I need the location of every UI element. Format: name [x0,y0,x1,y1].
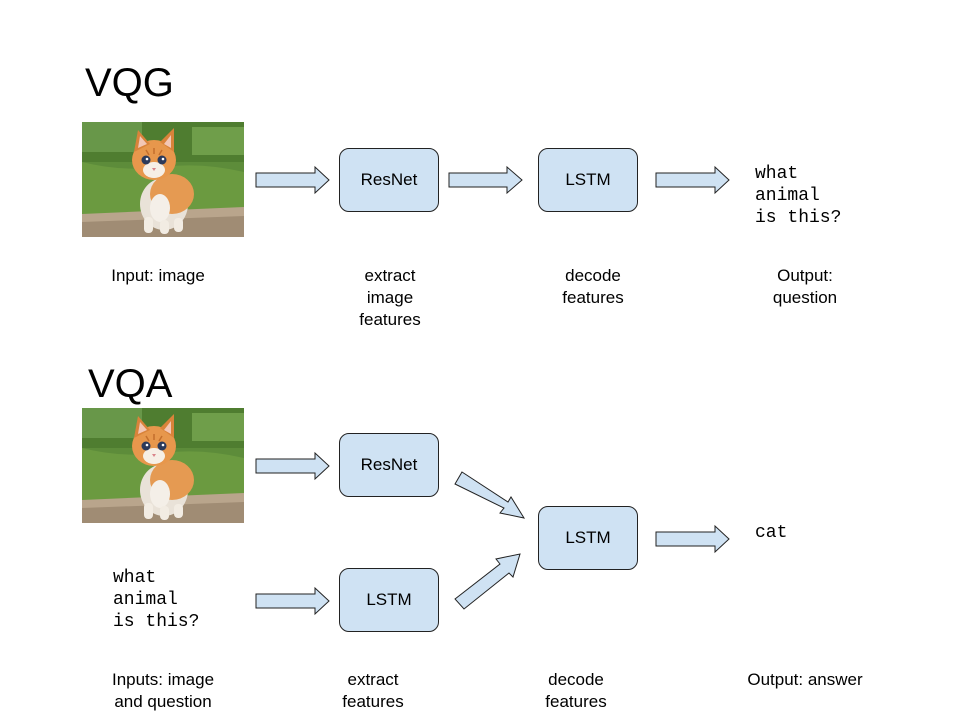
arrow-right-icon [448,165,523,195]
vqa-answer-output: cat [755,523,788,543]
vqg-title: VQG [85,61,174,105]
vqa-output-caption: Output: answer [747,670,863,689]
arrow-diagonal-icon [454,471,526,519]
arrow-right-icon [255,165,330,195]
vqa-input-caption: Inputs: image and question [111,670,215,711]
vqa-decoder-lstm-box: LSTM [538,506,638,570]
vqg-lstm-box: LSTM [538,148,638,212]
vqa-resnet-box: ResNet [339,433,439,497]
vqg-resnet-box: ResNet [339,148,439,212]
vqa-question-lstm-box: LSTM [339,568,439,632]
vqa-decode-caption: decode features [545,670,607,711]
arrow-right-icon [255,586,330,616]
vqa-title: VQA [88,362,173,406]
vqg-question-output: what animal is this? [755,164,842,228]
vqg-output-caption: Output: question [772,266,838,307]
vqa-question-input: what animal is this? [113,568,200,632]
vqa-extract-caption: extract features [342,670,404,711]
arrow-right-icon [655,524,730,554]
arrow-right-icon [255,451,330,481]
vqg-extract-caption: extract image features [359,266,421,329]
arrow-right-icon [655,165,730,195]
vqg-input-caption: Input: image [111,266,205,285]
arrow-diagonal-icon [454,553,521,610]
vqg-decode-caption: decode features [562,266,624,307]
